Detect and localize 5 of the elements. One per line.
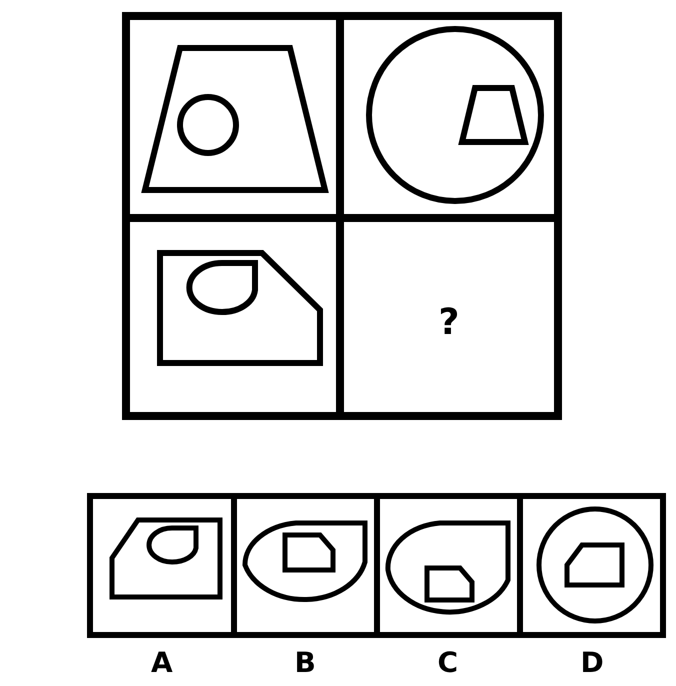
option-letter: A [151, 649, 173, 677]
option-letter: B [294, 649, 316, 677]
option-letter: D [580, 649, 604, 677]
option-letter: C [438, 649, 458, 677]
question-mark: ? [438, 305, 460, 341]
